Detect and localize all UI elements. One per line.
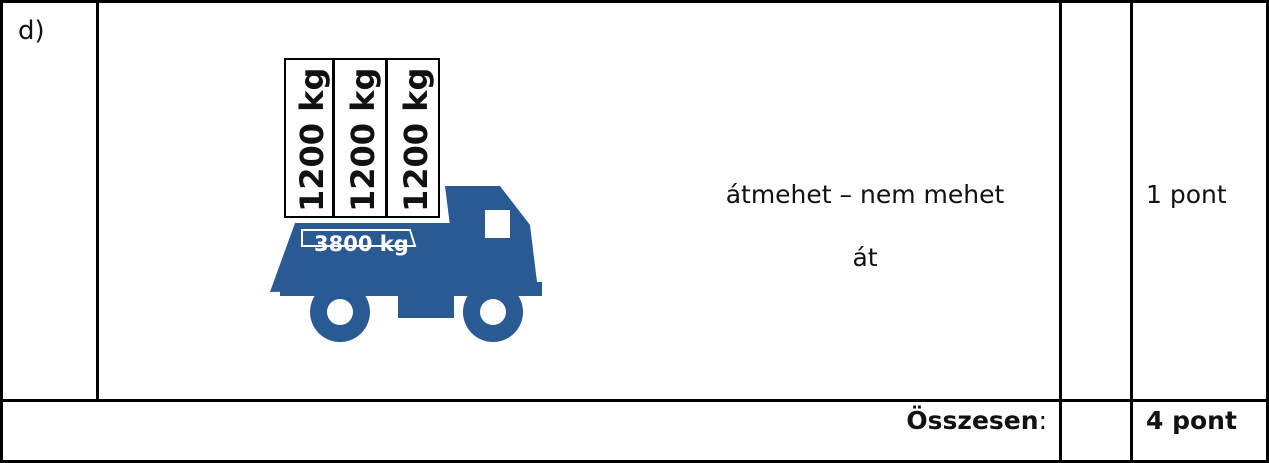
column-divider-content [1059, 0, 1062, 463]
column-divider-letter [96, 0, 99, 401]
table-border-left [0, 0, 3, 463]
table-row-divider [0, 399, 1269, 402]
crate-1-label: 1200 kg [293, 68, 331, 212]
column-divider-points [1130, 0, 1133, 463]
answer-options-line2: át [640, 243, 1090, 272]
crate-3: 1200 kg [387, 59, 439, 217]
row-points: 1 pont [1146, 180, 1227, 209]
total-label-text: Összesen [906, 406, 1038, 435]
total-label-colon: : [1039, 406, 1047, 435]
crate-2-label: 1200 kg [344, 68, 382, 212]
truck-illustration: 1200 kg 1200 kg 1200 kg 3800 kg [240, 50, 580, 350]
answer-options-line1: átmehet – nem mehet [640, 180, 1090, 209]
truck-wheel-front [463, 282, 523, 342]
truck-weight-label: 3800 kg [314, 232, 409, 256]
crate-3-label: 1200 kg [397, 68, 435, 212]
total-points: 4 pont [1146, 406, 1237, 435]
total-label: Összesen: [640, 406, 1047, 435]
task-letter: d) [18, 16, 45, 46]
table-border-top [0, 0, 1269, 3]
truck-wheel-rear [310, 282, 370, 342]
crate-1: 1200 kg [285, 59, 333, 217]
crate-2: 1200 kg [334, 59, 386, 217]
